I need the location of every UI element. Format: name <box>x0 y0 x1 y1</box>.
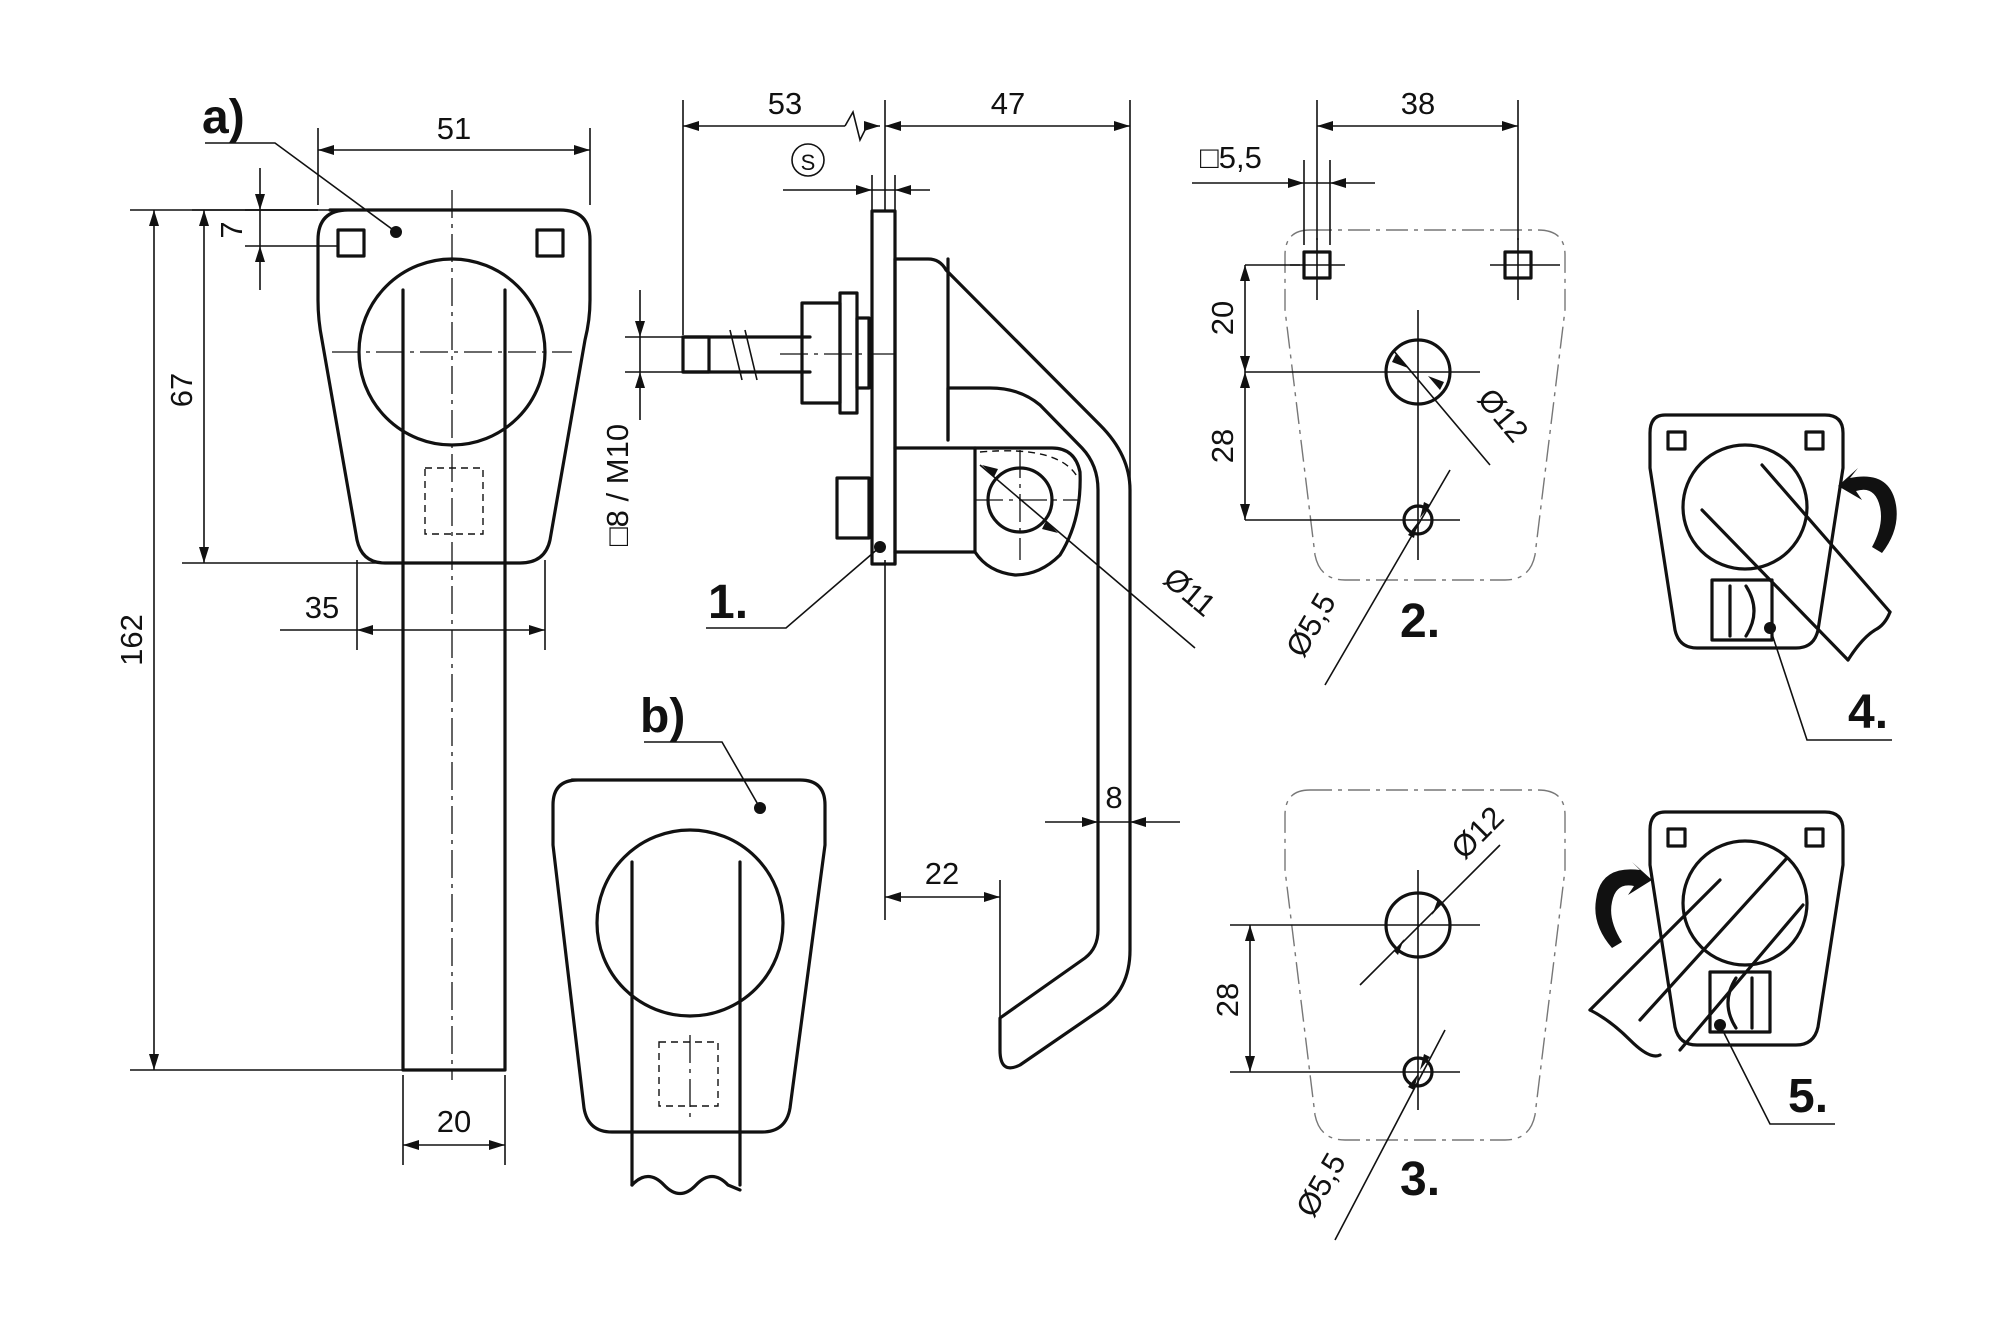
side-handle-body <box>893 257 1132 1070</box>
a-lever-arm <box>401 288 507 1072</box>
side-washer <box>838 291 859 415</box>
side-hub <box>893 257 950 566</box>
side-shaft-break <box>729 329 758 381</box>
view-b-variant: b) <box>551 690 827 1196</box>
dim-28b-text: 28 <box>1210 983 1245 1017</box>
d5-hole-left <box>1666 827 1687 848</box>
d4-lock-window <box>1710 578 1774 642</box>
b-lever-arm <box>630 860 742 1187</box>
d5-lock-window <box>1708 970 1772 1034</box>
dim-7-text: 7 <box>214 221 249 238</box>
n1-leader-line <box>706 546 881 629</box>
dim-28a-text: 28 <box>1205 429 1240 463</box>
a-mount-hole-left <box>336 228 366 258</box>
side-washer-2 <box>855 316 871 390</box>
dim-d12a-text: Ø12 <box>1471 382 1535 449</box>
side-nut <box>800 301 842 405</box>
cutout-2-outline <box>1284 229 1566 581</box>
label-3: 3. <box>1400 1153 1440 1206</box>
b-break-line <box>630 1174 742 1196</box>
b-base-plate <box>551 778 827 1134</box>
side-bracket <box>893 446 977 554</box>
d5-plate <box>1648 810 1845 1047</box>
label-4: 4. <box>1848 686 1888 739</box>
d5-hub <box>1681 839 1809 967</box>
label-b: b) <box>640 690 685 743</box>
side-cam-hidden <box>979 450 1079 479</box>
cutout-2: 38 □5,5 20 28 Ø12 Ø5,5 2. <box>1192 86 1566 686</box>
detail-5: 5. <box>1588 810 1845 1125</box>
d4-plate <box>1648 413 1845 650</box>
dim-d11-text: Ø11 <box>1157 560 1223 623</box>
side-view: 1. 53 47 S □8 / M10 Ø11 <box>600 86 1223 1070</box>
d4-rotate-arrow-icon <box>1838 468 1897 553</box>
d5-hole-right <box>1804 827 1825 848</box>
b-leader-line <box>644 741 761 809</box>
dim-d55a-text: Ø5,5 <box>1279 587 1343 663</box>
label-a: a) <box>202 91 245 144</box>
dim-47-text: 47 <box>991 86 1025 121</box>
b-hub-circle <box>595 828 785 1018</box>
d4-hub <box>1681 443 1809 571</box>
s-marker-text: S <box>801 150 816 175</box>
dim-d12b-text: Ø12 <box>1444 799 1510 865</box>
a-mount-hole-right <box>535 228 565 258</box>
dim-53-text: 53 <box>768 86 802 121</box>
dim-d11-leader <box>979 464 1196 649</box>
d5-lever-break <box>1588 1008 1662 1058</box>
a-base-plate <box>316 208 592 565</box>
side-shaft-square-end <box>681 335 711 374</box>
dim-sq8-text: □8 / M10 <box>600 424 635 546</box>
a-leader-line <box>205 142 397 233</box>
dim-67-text: 67 <box>164 373 199 407</box>
d5-lock-tab <box>1726 976 1754 1030</box>
dim-22-text: 22 <box>925 856 959 891</box>
label-2: 2. <box>1400 595 1440 648</box>
side-panel <box>870 209 897 566</box>
dim-8-text: 8 <box>1105 780 1122 815</box>
d4-lock-tab <box>1728 584 1756 638</box>
d5-rotate-arrow-icon <box>1595 862 1652 948</box>
d4-lever-break <box>1846 610 1892 662</box>
dim-38-text: 38 <box>1401 86 1435 121</box>
dim-162-text: 162 <box>114 614 149 666</box>
s-marker-circle <box>791 143 825 177</box>
view-a-front: a) 51 7 67 162 35 <box>114 91 592 1165</box>
label-5: 5. <box>1788 1070 1828 1123</box>
detail-4: 4. <box>1648 413 1897 741</box>
cutout-3: 28 Ø12 Ø5,5 3. <box>1210 789 1566 1241</box>
dim-51-text: 51 <box>437 111 471 146</box>
cutout-3-outline <box>1284 789 1566 1141</box>
dim-d55b-text: Ø5,5 <box>1289 1147 1353 1223</box>
b-hidden-square <box>658 1041 719 1107</box>
d4-leader-line <box>1769 627 1892 741</box>
side-cam <box>973 446 1082 577</box>
d4-hole-right <box>1804 430 1825 451</box>
side-rear-nut <box>835 476 871 540</box>
dim-20b-text: 20 <box>1205 301 1240 335</box>
d4-lever <box>1700 463 1892 662</box>
d5-leader-line <box>1719 1024 1835 1125</box>
label-1: 1. <box>708 576 748 629</box>
dim-20-text: 20 <box>437 1104 471 1139</box>
a-hidden-square <box>424 467 484 535</box>
d5-lever <box>1638 856 1805 1052</box>
dim-35-text: 35 <box>305 590 339 625</box>
dim-sq55-text: □5,5 <box>1200 140 1262 175</box>
d4-hole-left <box>1666 430 1687 451</box>
